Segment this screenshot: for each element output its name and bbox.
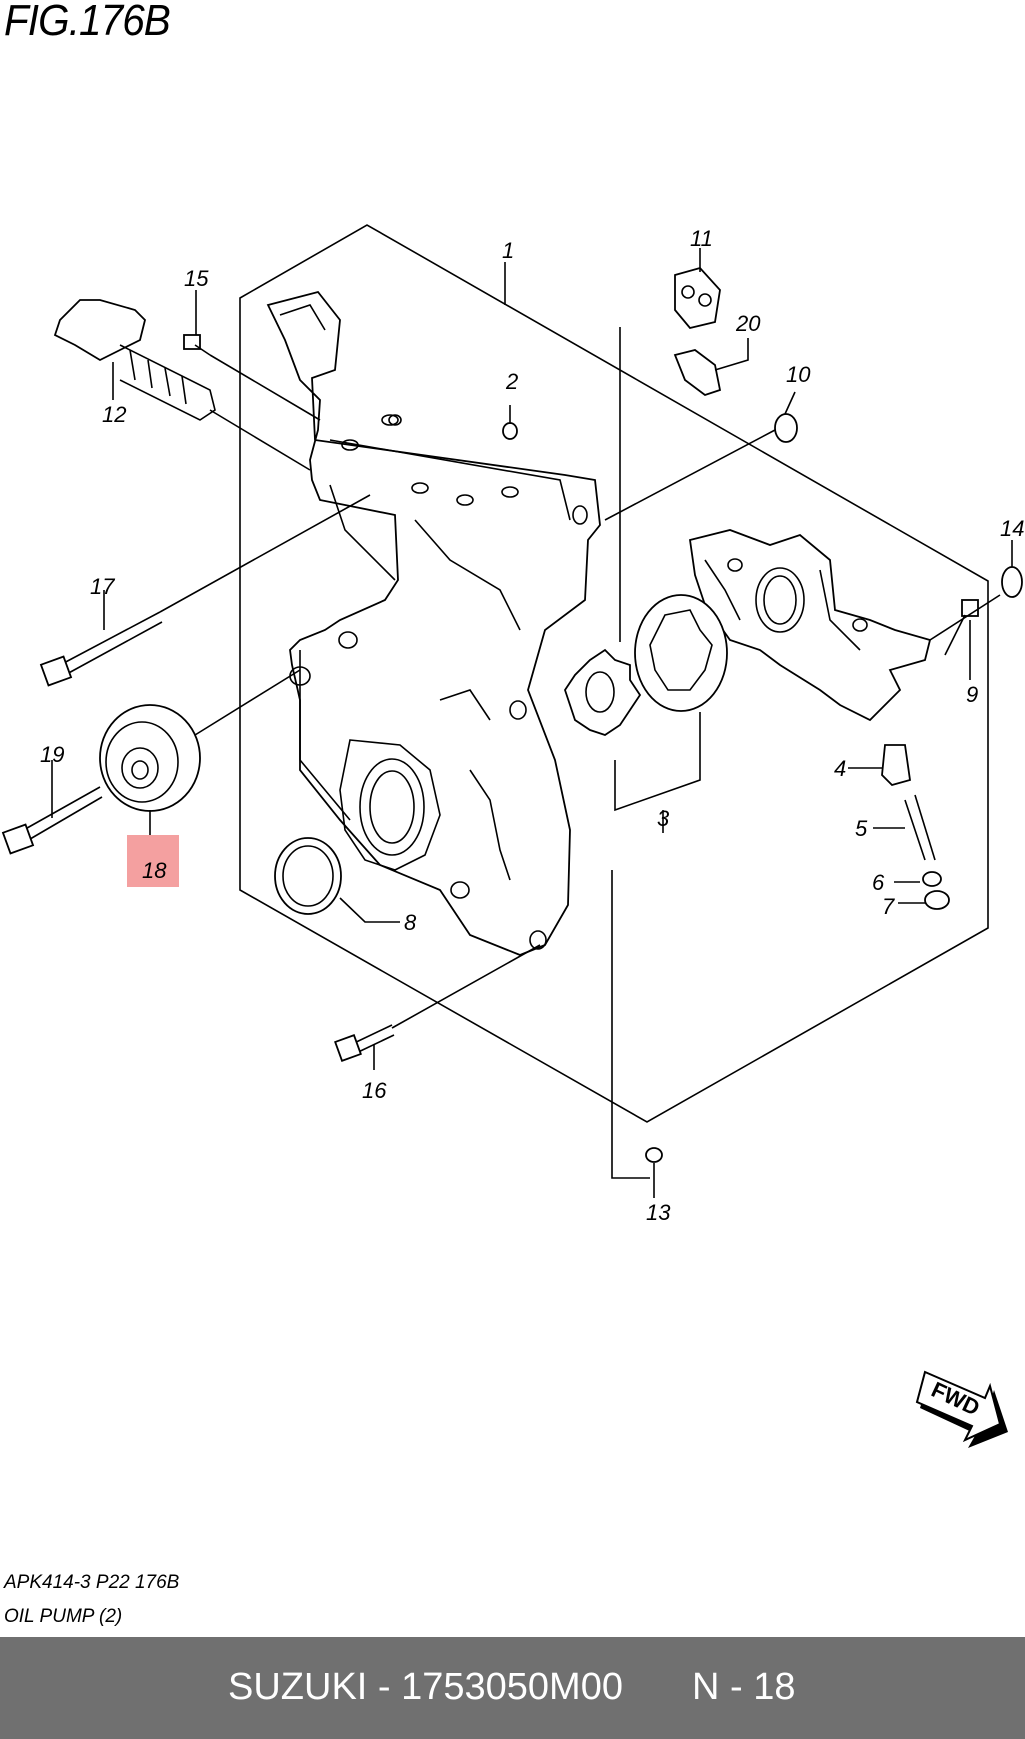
callout-4: 4 [834,756,846,781]
oil-pump-gears [564,594,728,736]
callout-7: 7 [882,894,895,919]
idler-pulley [99,704,201,812]
callout-1: 1 [502,238,514,263]
callout-13: 13 [646,1200,671,1225]
bolt-19 [1,786,103,855]
callout-11: 11 [690,226,713,251]
callout-labels: 1 2 3 4 5 6 7 8 9 10 11 12 13 14 15 16 1… [40,226,1024,1225]
figure-name: OIL PUMP (2) [4,1606,123,1627]
bolt-16 [334,1024,395,1062]
callout-14: 14 [1000,516,1024,541]
callout-6: 6 [872,870,885,895]
small-parts [502,266,1023,1163]
callout-10: 10 [786,362,811,387]
highlight-box [127,835,179,887]
ocv-solenoid [53,299,216,421]
callout-18: 18 [142,858,167,883]
callout-2: 2 [505,369,518,394]
callout-15: 15 [184,266,209,291]
figure-title: FIG.176B [4,0,171,45]
callout-5: 5 [855,816,868,841]
bolt-17 [39,611,163,687]
footer-reference: N - 18 [692,1666,796,1708]
timing-cover [266,290,601,956]
callout-12: 12 [102,402,126,427]
assembly-frame [239,224,989,1179]
callout-17: 17 [90,574,115,599]
callout-19: 19 [40,742,64,767]
footer-part-number: SUZUKI - 1753050M00 [228,1666,623,1708]
callout-9: 9 [966,682,978,707]
callout-20: 20 [735,311,761,336]
bolt-15 [183,334,211,356]
callout-3: 3 [657,806,670,831]
oil-pump-body [688,529,932,722]
footer-bar: SUZUKI - 1753050M00 N - 18 [0,1637,1025,1739]
crank-seal [274,837,342,915]
figure-code: APK414-3 P22 176B [4,1572,180,1593]
callout-8: 8 [404,910,417,935]
callout-16: 16 [362,1078,387,1103]
fwd-arrow-icon: FWD [915,1370,1008,1448]
leader-lines [51,248,1013,1198]
